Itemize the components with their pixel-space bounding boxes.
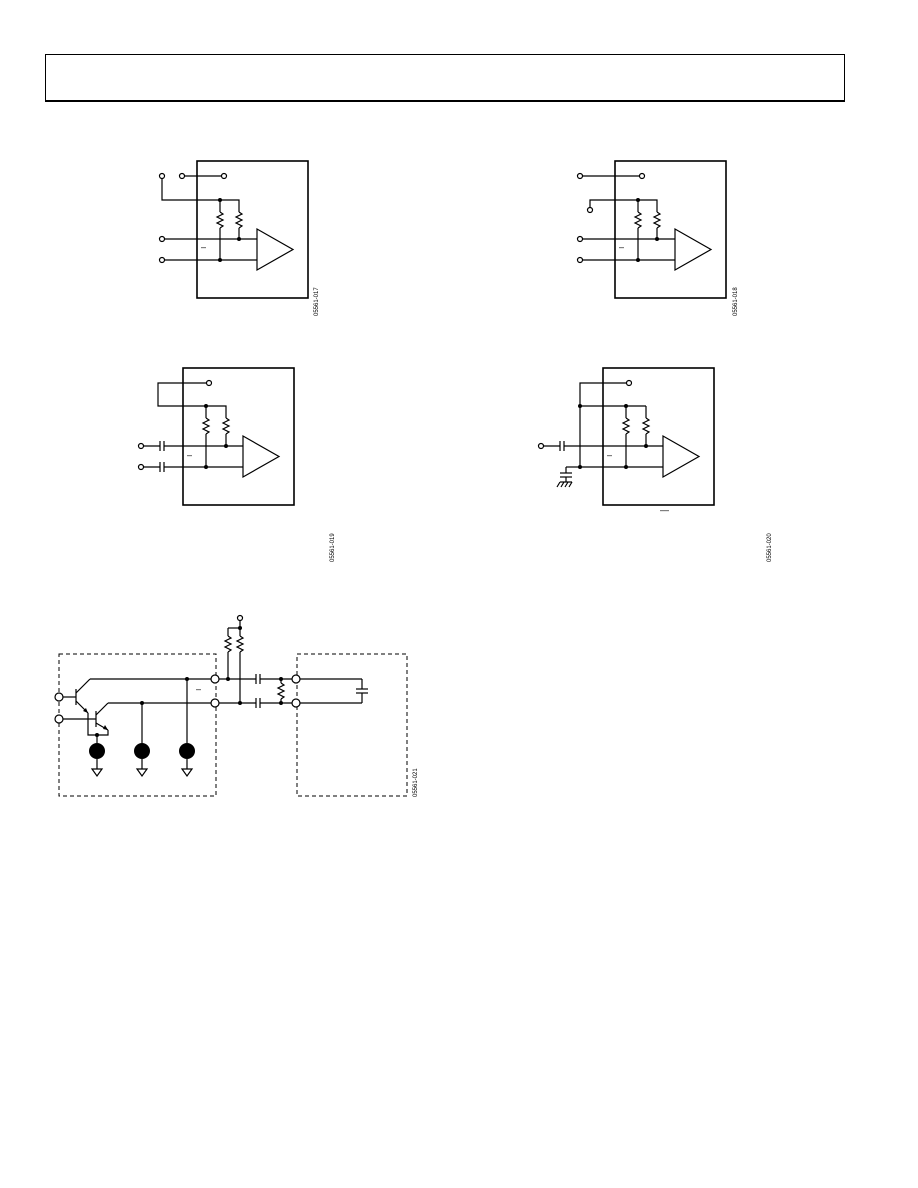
- input-terminal: [576, 172, 584, 180]
- output-terminal: [210, 674, 220, 684]
- resistor: [641, 417, 651, 435]
- receiver-block-outline: [296, 653, 408, 797]
- figure-1-schematic: – 05561-017: [158, 160, 320, 316]
- input-terminal: [576, 256, 584, 264]
- internal-terminal: [220, 172, 228, 180]
- input-terminal: [137, 463, 145, 471]
- figure-5-schematic: – 05561-021: [54, 614, 419, 797]
- minus-sign: –: [187, 450, 192, 460]
- chip-outline: [614, 160, 727, 299]
- minus-sign: –: [196, 684, 201, 694]
- chip-outline: [196, 160, 309, 299]
- resistor: [621, 417, 631, 435]
- input-terminal: [586, 206, 594, 214]
- chip-outline: [602, 367, 715, 506]
- input-terminal: [158, 256, 166, 264]
- resistor: [633, 211, 643, 229]
- figure-id: 05561-019: [330, 533, 336, 562]
- minus-sign: –: [619, 242, 624, 252]
- figure-id: 05561-017: [314, 287, 320, 316]
- resistor: [235, 635, 245, 653]
- resistor: [276, 682, 286, 700]
- output-terminal: [210, 698, 220, 708]
- resistor: [234, 211, 244, 229]
- input-terminal: [158, 235, 166, 243]
- input-terminal: [291, 674, 301, 684]
- figure-id: 05561-018: [733, 287, 739, 316]
- minus-sign: –: [607, 450, 612, 460]
- internal-terminal: [638, 172, 646, 180]
- resistor: [221, 417, 231, 435]
- input-terminal: [54, 692, 64, 702]
- chip-outline: [182, 367, 295, 506]
- resistor: [215, 211, 225, 229]
- bias-terminal: [236, 614, 244, 622]
- figure-3-schematic: – 05561-019: [137, 367, 336, 562]
- minus-sign: –: [201, 242, 206, 252]
- input-terminal: [54, 714, 64, 724]
- driver-block-outline: [58, 653, 217, 797]
- overbar-mark: —: [660, 505, 669, 515]
- input-terminal: [178, 172, 186, 180]
- amplifier-symbol: [674, 227, 713, 272]
- resistor: [201, 417, 211, 435]
- amplifier-symbol: [662, 434, 701, 479]
- amplifier-symbol: [242, 434, 281, 479]
- internal-terminal: [205, 379, 213, 387]
- amplifier-symbol: [256, 227, 295, 272]
- input-terminal: [158, 172, 166, 180]
- page-header-box: [45, 54, 845, 102]
- internal-terminal: [625, 379, 633, 387]
- figure-4-schematic: – — 05561-020: [537, 367, 773, 562]
- figure-id: 05561-020: [767, 533, 773, 562]
- input-terminal: [537, 442, 545, 450]
- ground-symbol: [180, 768, 194, 778]
- resistor: [652, 211, 662, 229]
- ground-symbol: [90, 768, 104, 778]
- resistor: [223, 635, 233, 653]
- input-terminal: [291, 698, 301, 708]
- figure-2-schematic: – 05561-018: [576, 160, 739, 316]
- input-terminal: [576, 235, 584, 243]
- input-terminal: [137, 442, 145, 450]
- ground-symbol: [135, 768, 149, 778]
- figure-id: 05561-021: [413, 768, 419, 797]
